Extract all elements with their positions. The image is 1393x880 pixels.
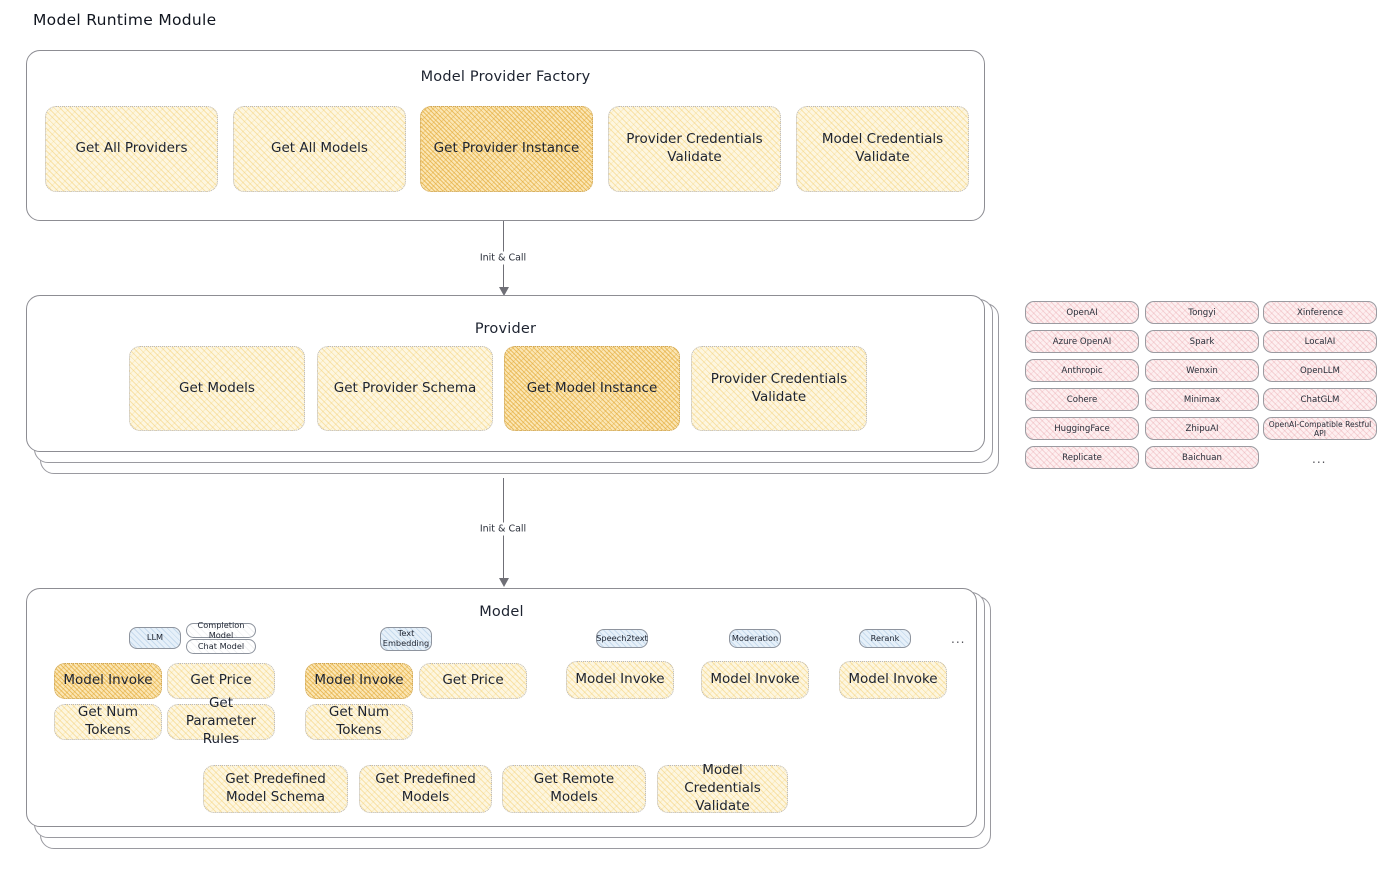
model-method-speech2text-model-invoke[interactable]: Model Invoke — [566, 661, 674, 699]
model-types-more-ellipsis: ... — [951, 632, 966, 646]
provider-node-provider-credentials-validate[interactable]: Provider Credentials Validate — [691, 346, 867, 431]
provider-chip-wenxin[interactable]: Wenxin — [1145, 359, 1259, 382]
model-method-llm-get-price[interactable]: Get Price — [167, 663, 275, 699]
model-method-llm-get-parameter-rules[interactable]: Get Parameter Rules — [167, 695, 275, 747]
provider-chip-zhipuai[interactable]: ZhipuAI — [1145, 417, 1259, 440]
provider-chip-cohere[interactable]: Cohere — [1025, 388, 1139, 411]
provider-chip-baichuan[interactable]: Baichuan — [1145, 446, 1259, 469]
page-title: Model Runtime Module — [33, 11, 217, 29]
model-sub-badge-chat-model[interactable]: Chat Model — [186, 639, 256, 654]
provider-chip-replicate[interactable]: Replicate — [1025, 446, 1139, 469]
model-method-llm-model-invoke[interactable]: Model Invoke — [54, 663, 162, 699]
model-type-badge-moderation[interactable]: Moderation — [729, 629, 781, 648]
model-method-moderation-model-invoke[interactable]: Model Invoke — [701, 661, 809, 699]
model-type-badge-speech2text[interactable]: Speech2text — [596, 629, 648, 648]
model-method-llm-get-num-tokens[interactable]: Get Num Tokens — [54, 704, 162, 740]
model-method-text-embedding-model-invoke[interactable]: Model Invoke — [305, 663, 413, 699]
model-type-badge-text-embedding[interactable]: Text Embedding — [380, 627, 432, 651]
model-title: Model — [479, 604, 524, 620]
provider-chip-openai[interactable]: OpenAI — [1025, 301, 1139, 324]
model-shared-method-get-remote-models[interactable]: Get Remote Models — [502, 765, 646, 813]
connector-label: Init & Call — [474, 522, 532, 536]
model-method-rerank-model-invoke[interactable]: Model Invoke — [839, 661, 947, 699]
model-shared-method-get-predefined-model-schema[interactable]: Get Predefined Model Schema — [203, 765, 348, 813]
factory-node-model-credentials-validate[interactable]: Model Credentials Validate — [796, 106, 969, 192]
model-method-text-embedding-get-num-tokens[interactable]: Get Num Tokens — [305, 704, 413, 740]
factory-node-get-all-models[interactable]: Get All Models — [233, 106, 406, 192]
provider-title: Provider — [474, 321, 537, 337]
provider-chip-minimax[interactable]: Minimax — [1145, 388, 1259, 411]
factory-node-provider-credentials-validate[interactable]: Provider Credentials Validate — [608, 106, 781, 192]
model-type-badge-rerank[interactable]: Rerank — [859, 629, 911, 648]
model-shared-method-get-predefined-models[interactable]: Get Predefined Models — [359, 765, 492, 813]
model-sub-badge-completion-model[interactable]: Completion Model — [186, 620, 256, 639]
provider-chip-localai[interactable]: LocalAI — [1263, 330, 1377, 353]
model-shared-method-model-credentials-validate[interactable]: Model Credentials Validate — [657, 762, 788, 814]
provider-node-get-model-instance[interactable]: Get Model Instance — [504, 346, 680, 431]
provider-chip-openllm[interactable]: OpenLLM — [1263, 359, 1377, 382]
connector-label: Init & Call — [474, 251, 532, 265]
provider-chip-chatglm[interactable]: ChatGLM — [1263, 388, 1377, 411]
provider-chip-xinference[interactable]: Xinference — [1263, 301, 1377, 324]
provider-chip-tongyi[interactable]: Tongyi — [1145, 301, 1259, 324]
model-method-text-embedding-get-price[interactable]: Get Price — [419, 663, 527, 699]
provider-chip-anthropic[interactable]: Anthropic — [1025, 359, 1139, 382]
factory-node-get-provider-instance[interactable]: Get Provider Instance — [420, 106, 593, 192]
provider-chip-openai-compatible-restful-api[interactable]: OpenAI-Compatible Restful API — [1263, 417, 1377, 440]
provider-list-more-ellipsis: ... — [1312, 452, 1327, 466]
provider-node-get-models[interactable]: Get Models — [129, 346, 305, 431]
model-provider-factory-title: Model Provider Factory — [420, 69, 591, 85]
model-type-badge-llm[interactable]: LLM — [129, 627, 181, 649]
factory-node-get-all-providers[interactable]: Get All Providers — [45, 106, 218, 192]
provider-chip-huggingface[interactable]: HuggingFace — [1025, 417, 1139, 440]
provider-chip-azure-openai[interactable]: Azure OpenAI — [1025, 330, 1139, 353]
provider-node-get-provider-schema[interactable]: Get Provider Schema — [317, 346, 493, 431]
provider-chip-spark[interactable]: Spark — [1145, 330, 1259, 353]
model-panel — [26, 588, 977, 827]
arrow-head-icon — [498, 578, 509, 587]
arrow-head-icon — [498, 287, 509, 296]
